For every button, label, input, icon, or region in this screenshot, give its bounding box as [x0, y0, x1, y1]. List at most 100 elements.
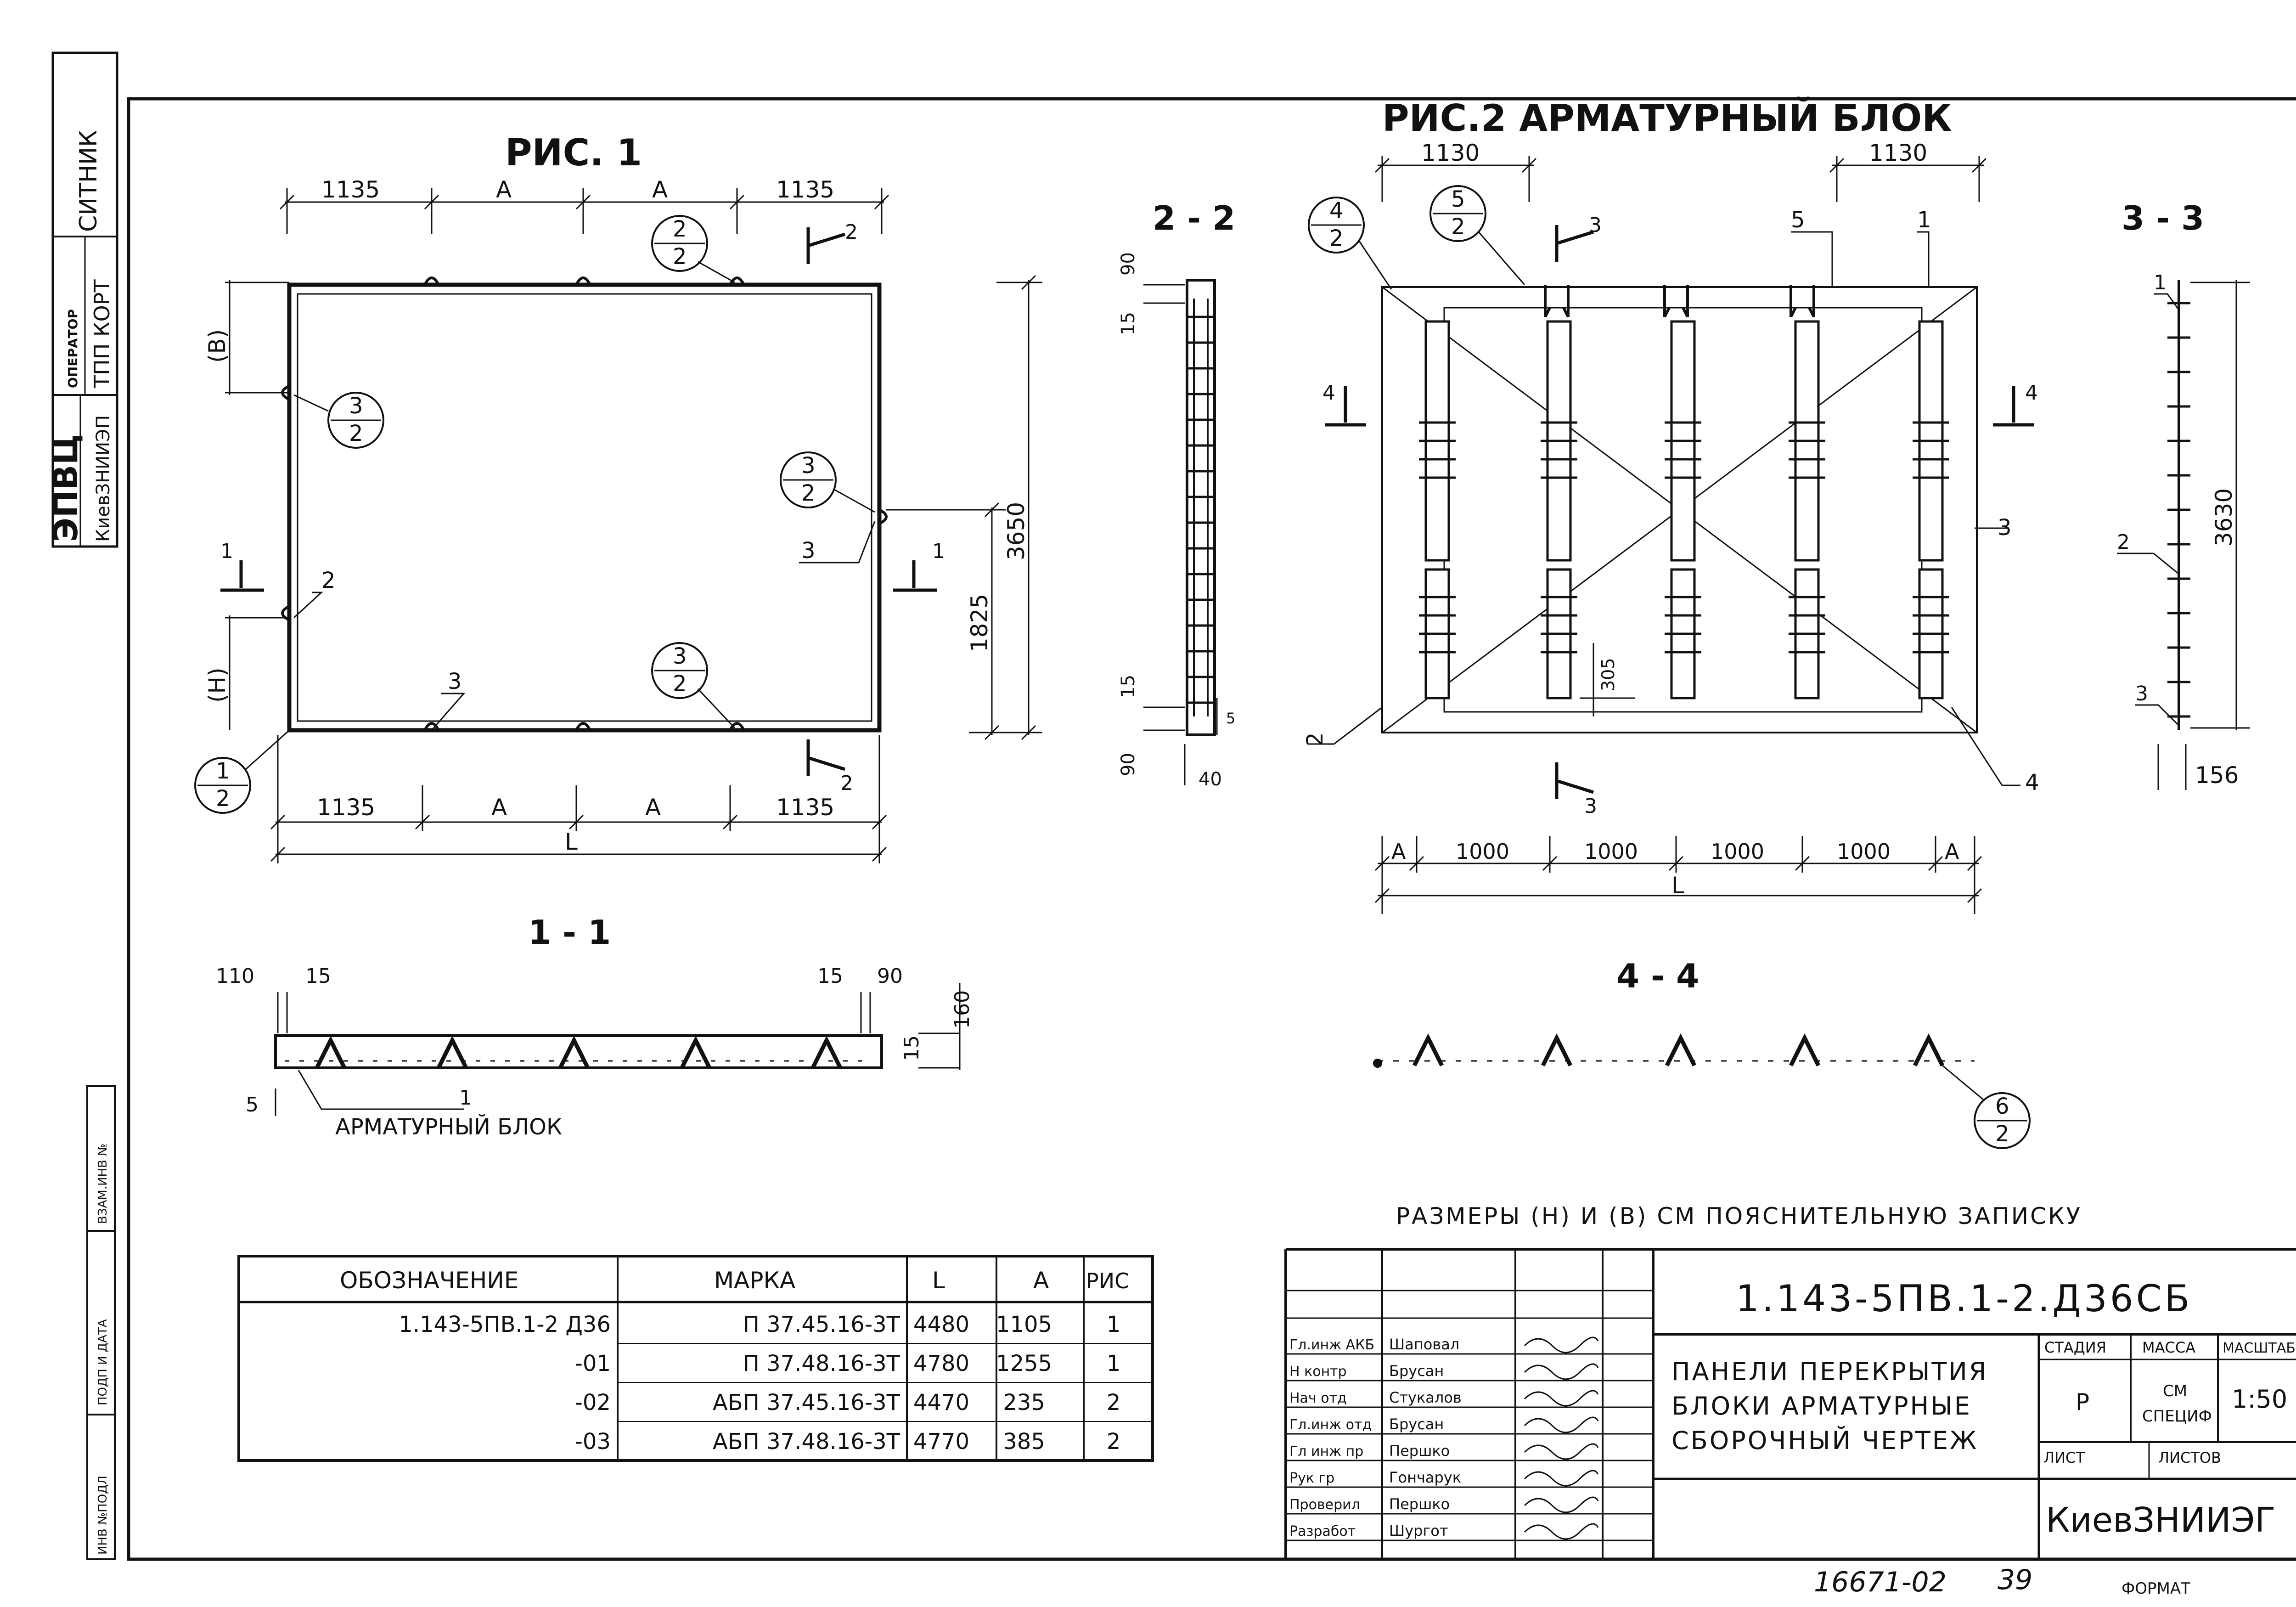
- fig2-bot-dim-2: 1000: [1456, 839, 1509, 864]
- fig1-leader-3a: 3: [801, 538, 816, 564]
- sig-name: Гончарук: [1389, 1469, 1461, 1486]
- spec-cell-mark: АБП 37.48.16-3Т: [713, 1429, 900, 1455]
- fig1-height: 3650: [1003, 502, 1030, 560]
- fig2-sec-4-right: 4: [2025, 381, 2038, 405]
- fig1-b-label: (В): [204, 329, 231, 363]
- sec22-dim-6: 5: [1226, 710, 1235, 727]
- sig-role: Разработ: [1289, 1523, 1356, 1539]
- spec-cell-designation: -02: [575, 1390, 611, 1415]
- fig2-leader-5: 5: [1791, 207, 1805, 233]
- fig1-panel: [287, 282, 882, 733]
- signature-scribble: [1524, 1336, 1599, 1353]
- fig2-inner-dim: 305: [1598, 658, 1618, 691]
- title-org: КиевЗНИИЭГ: [2046, 1500, 2275, 1540]
- sig-name: Стукалов: [1389, 1389, 1462, 1406]
- fig1-leader-3b: 3: [448, 669, 462, 694]
- fig1-sec-2-bot: 2: [840, 772, 853, 795]
- sec11-dim-5: 5: [246, 1093, 259, 1116]
- spec-cell-fig: 1: [1107, 1312, 1121, 1337]
- spec-cell-fig: 1: [1107, 1351, 1121, 1376]
- section-1-1: 1 - 1 110 15 15 90 160 15 5 1 АРМАТУРНЫЙ…: [216, 913, 974, 1140]
- fig1-callout-5: 1 2: [194, 729, 290, 814]
- fig1-half-height: 1825: [966, 594, 993, 652]
- field-vzam: ВЗАМ.ИНВ №: [96, 1144, 110, 1224]
- spec-cell-mark: АБП 37.45.16-3Т: [713, 1390, 900, 1415]
- spec-cell-l: 4480: [913, 1312, 969, 1337]
- fig1-bot-dim-4: 1135: [776, 794, 834, 821]
- spec-cell-fig: 2: [1107, 1390, 1121, 1415]
- sec33-title: 3 - 3: [2122, 199, 2204, 237]
- sig-name: Брусан: [1389, 1362, 1444, 1380]
- field-podp: ПОДП И ДАТА: [96, 1319, 110, 1405]
- svg-text:2: 2: [216, 786, 230, 812]
- sig-name: Першко: [1389, 1495, 1450, 1513]
- sec33-width: 156: [2195, 762, 2239, 789]
- section-4-4: 4 - 4 6 2: [1373, 957, 2031, 1149]
- title-doc-code: 1.143-5ПВ.1-2.Д36СБ: [1736, 1277, 2192, 1320]
- spec-cell-designation: -01: [575, 1351, 611, 1376]
- fig1-sec-2-top: 2: [845, 220, 858, 244]
- sig-name: Брусан: [1389, 1415, 1444, 1433]
- sheet-frame: [127, 97, 2296, 1561]
- dimensions-note: РАЗМЕРЫ (Н) И (В) СМ ПОЯСНИТЕЛЬНУЮ ЗАПИС…: [1396, 1203, 2082, 1229]
- mass-value-2: СПЕЦИФ: [2142, 1407, 2212, 1426]
- mass-value-1: СМ: [2163, 1382, 2187, 1400]
- stamp-org-2: КиевЗНИИЭП: [93, 415, 114, 542]
- fig1-bot-dim-3: А: [645, 794, 661, 821]
- fig2-top-dim-1: 1130: [1421, 140, 1480, 166]
- sec11-leader-text: АРМАТУРНЫЙ БЛОК: [335, 1114, 562, 1140]
- title-line-2: БЛОКИ АРМАТУРНЫЕ: [1671, 1392, 1972, 1421]
- fig2-leader-2: 2: [1302, 732, 1328, 746]
- spec-cell-mark: П 37.48.16-3Т: [743, 1351, 900, 1376]
- fig2-bot-dim-5: 1000: [1837, 839, 1891, 864]
- signature-scribble: [1524, 1523, 1599, 1540]
- stamp-operator-label: ОПЕРАТОР: [65, 309, 80, 388]
- svg-text:2: 2: [673, 671, 687, 697]
- fig2-bot-dim-1: А: [1391, 839, 1406, 864]
- sig-role: Проверил: [1289, 1497, 1360, 1513]
- spec-cell-l: 4780: [913, 1351, 969, 1376]
- spec-cell-l: 4770: [913, 1429, 969, 1455]
- sec11-title: 1 - 1: [528, 913, 611, 952]
- fig2-bot-dim-4: 1000: [1711, 839, 1764, 864]
- fig1-total: L: [565, 829, 578, 855]
- svg-text:2: 2: [1451, 214, 1465, 240]
- fig1-top-dim-3: А: [652, 176, 668, 203]
- spec-cell-fig: 2: [1107, 1429, 1121, 1455]
- loop-mark: [1665, 1033, 1697, 1067]
- sec22-dim-1: 90: [1118, 252, 1139, 276]
- svg-text:2: 2: [349, 421, 363, 446]
- sec22-dim-2: 15: [1118, 312, 1139, 335]
- fig1-callout-4: 3 2: [651, 642, 736, 729]
- fig2-leader-4: 4: [2025, 770, 2039, 795]
- fig1-callout-1: 2 2: [651, 215, 735, 283]
- spec-cell-mark: П 37.45.16-3Т: [743, 1312, 900, 1337]
- lift-hook: [1663, 285, 1689, 318]
- fig2-top-dim-2: 1130: [1869, 140, 1927, 166]
- fig2: РИС.2 АРМАТУРНЫЙ БЛОК 1130 1130 4 2 5: [1302, 96, 2039, 914]
- mass-label: МАССА: [2142, 1339, 2195, 1356]
- fig2-leader-1: 1: [1917, 207, 1931, 233]
- signature-scribble: [1524, 1496, 1599, 1513]
- sig-name: Шургот: [1389, 1522, 1448, 1539]
- sheets-label: ЛИСТОВ: [2158, 1449, 2221, 1466]
- fig1-top-dim-2: А: [496, 176, 512, 203]
- sec11-dim-160: 160: [951, 990, 974, 1029]
- sig-role: Гл.инж отд: [1289, 1417, 1372, 1433]
- fig1-callout-2: 3 2: [293, 392, 384, 449]
- title-line-1: ПАНЕЛИ ПЕРЕКРЫТИЯ: [1671, 1357, 1988, 1386]
- fig2-callout-2: 5 2: [1429, 185, 1525, 285]
- sig-role: Гл инж пр: [1289, 1443, 1363, 1460]
- signature-scribble: [1524, 1363, 1599, 1380]
- fig1-top-dim-4: 1135: [776, 176, 834, 203]
- sec11-dim-15a: 15: [305, 964, 331, 988]
- sec33-height: 3630: [2211, 488, 2237, 547]
- loop-mark: [1412, 1033, 1444, 1067]
- sec11-dim-90: 90: [877, 964, 903, 988]
- sig-role: Рук гр: [1289, 1470, 1334, 1486]
- stamp-operator-value: ТПП КОРТ: [90, 279, 114, 389]
- sig-role: Нач отд: [1289, 1390, 1347, 1406]
- footer-format: ФОРМАТ: [2122, 1579, 2190, 1598]
